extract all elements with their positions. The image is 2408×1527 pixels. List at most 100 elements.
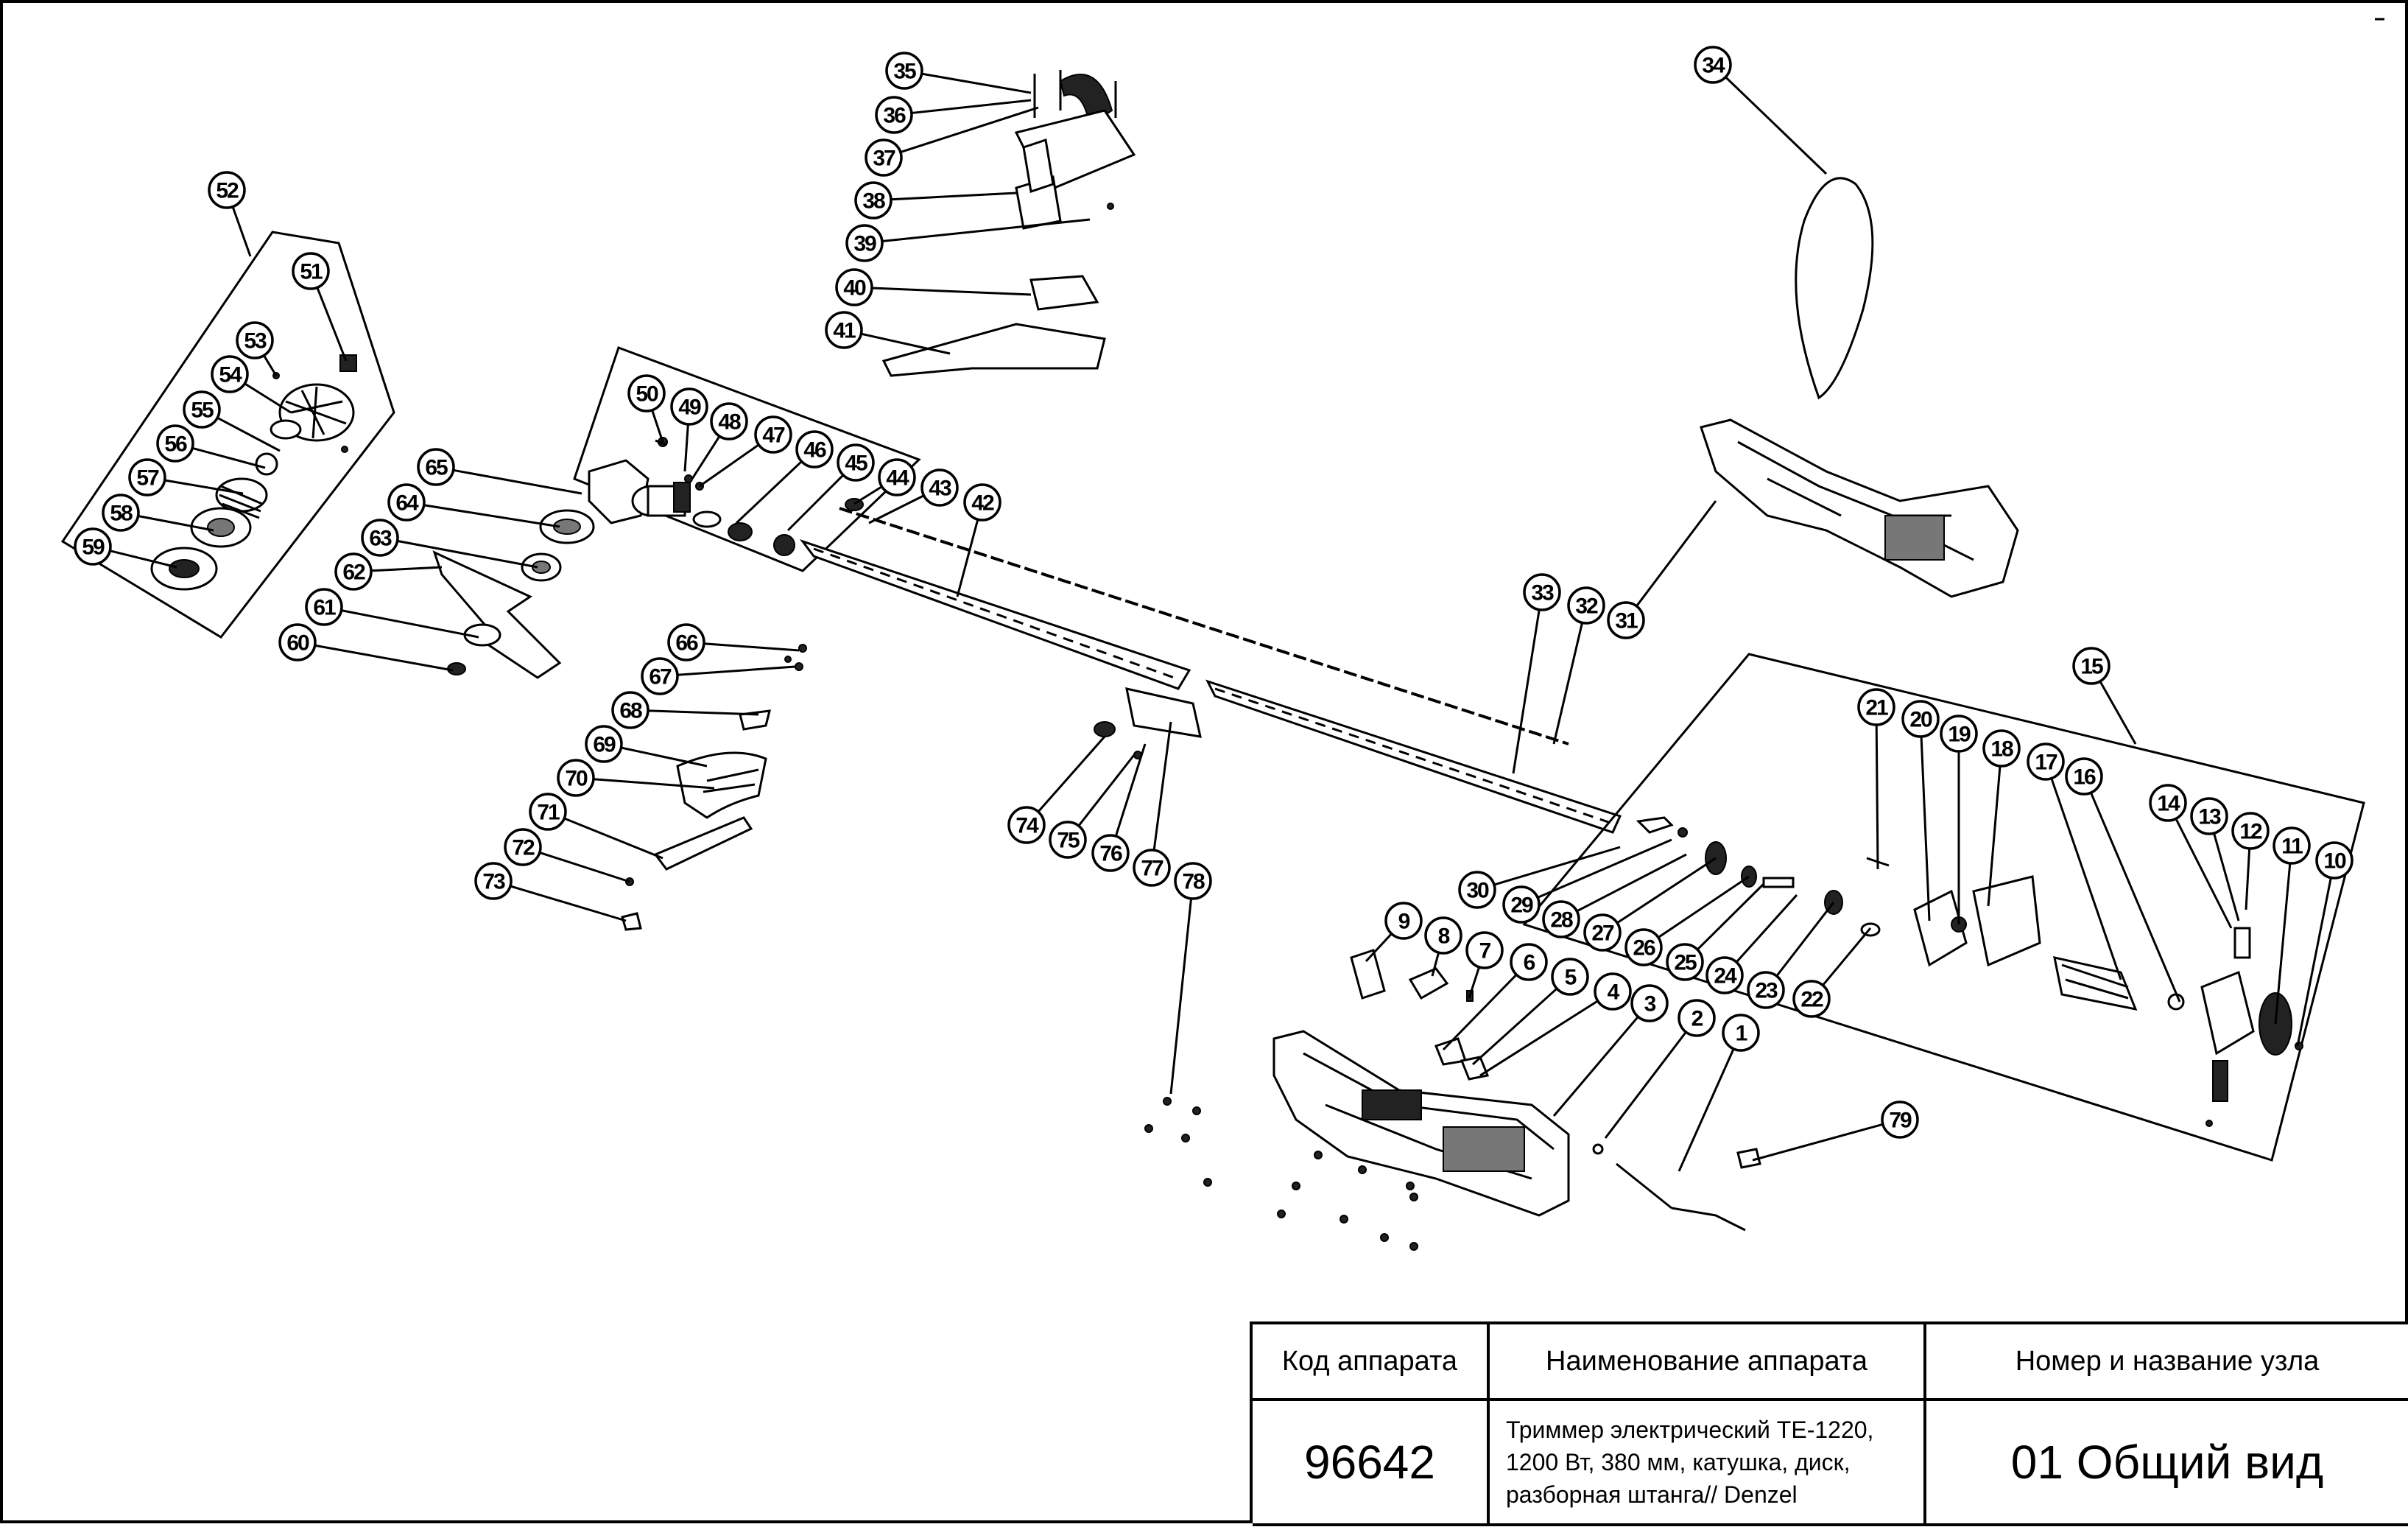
callout-number: 9 (1398, 910, 1410, 934)
leader-line (871, 287, 1032, 296)
callout-10: 10 (2296, 841, 2354, 1047)
callout-46: 46 (735, 430, 834, 524)
callout-number: 6 (1524, 951, 1535, 975)
leader-line (510, 885, 627, 922)
callout-64: 64 (387, 483, 560, 528)
callout-number: 50 (636, 382, 658, 407)
leader-line (2274, 863, 2292, 1025)
leader-line (423, 504, 560, 528)
callout-number: 36 (883, 104, 906, 128)
callout-circle (208, 171, 246, 209)
callout-19: 19 (1940, 715, 1978, 924)
callout-number: 22 (1800, 988, 1823, 1012)
motor-parts (1636, 816, 2303, 1127)
callout-14: 14 (2149, 784, 2233, 929)
callout-circle (1091, 834, 1130, 872)
callout-number: 3 (1644, 992, 1656, 1017)
leader-line (109, 550, 177, 569)
gearhead-parts (588, 437, 864, 556)
callout-circle (1384, 902, 1423, 940)
callout-4: 4 (1479, 972, 1632, 1077)
callout-20: 20 (1901, 700, 1940, 922)
callout-circle (2027, 743, 2065, 781)
callout-circle (2190, 797, 2228, 835)
node-name: 01 Общий вид (1926, 1401, 2408, 1526)
callout-circle (1705, 956, 1744, 994)
callout-circle (825, 311, 863, 349)
callout-circle (1630, 984, 1669, 1022)
callout-number: 48 (718, 410, 741, 435)
callout-number: 10 (2323, 849, 2346, 874)
leader-line (1775, 902, 1835, 977)
callout-circle (611, 691, 649, 729)
leader-line (1822, 927, 1872, 986)
callout-circle (2149, 784, 2187, 822)
callout-78: 78 (1169, 862, 1212, 1095)
callout-circle (1133, 849, 1171, 887)
callout-47: 47 (699, 415, 792, 488)
callout-number: 32 (1575, 594, 1598, 619)
guard-parts (621, 644, 807, 931)
callout-49: 49 (670, 387, 708, 472)
leader-line (231, 206, 252, 257)
leader-line (244, 382, 292, 414)
callout-number: 71 (537, 801, 560, 825)
callout-circle (835, 268, 873, 306)
leader-line (2090, 792, 2181, 1003)
callout-48: 48 (691, 402, 748, 480)
callout-number: 38 (862, 189, 885, 214)
leader-line (853, 485, 883, 505)
callout-number: 14 (2157, 792, 2180, 816)
callout-5: 5 (1471, 958, 1589, 1066)
callout-circle (885, 52, 923, 90)
leader-line (2213, 832, 2240, 922)
leader-line (2050, 778, 2122, 980)
callout-circle (1502, 885, 1541, 924)
callout-circle (387, 483, 426, 522)
callout-circle (305, 588, 343, 626)
callout-15: 15 (2072, 647, 2137, 745)
leader-line (1479, 1000, 1599, 1077)
callout-number: 13 (2198, 805, 2221, 829)
callout-3: 3 (1552, 984, 1669, 1117)
callout-number: 24 (1714, 964, 1737, 989)
callout-38: 38 (854, 181, 1017, 220)
callout-number: 70 (565, 767, 588, 791)
callout-number: 45 (845, 452, 867, 476)
shaft-assembly (799, 507, 1622, 834)
callout-6: 6 (1442, 943, 1548, 1051)
callout-1: 1 (1677, 1014, 1760, 1172)
callout-circle (795, 430, 834, 468)
callout-circle (417, 448, 455, 486)
callout-number: 43 (929, 477, 951, 501)
callout-43: 43 (868, 468, 959, 524)
callout-number: 79 (1889, 1109, 1912, 1133)
callout-circle (334, 552, 373, 591)
leader-line (314, 644, 454, 672)
callout-circle (1174, 862, 1212, 900)
callout-27: 27 (1583, 857, 1717, 952)
callout-circle (557, 759, 595, 797)
callout-75: 75 (1049, 754, 1136, 859)
callout-circle (1465, 931, 1504, 969)
callout-42: 42 (956, 483, 1001, 597)
group-box-15 (1522, 653, 2365, 1162)
leader-line (563, 817, 663, 860)
leader-line (1735, 894, 1798, 963)
callout-circle (670, 387, 708, 426)
callout-circle (1940, 715, 1978, 753)
callout-52: 52 (208, 171, 252, 257)
callout-number: 31 (1615, 609, 1638, 633)
callout-number: 20 (1909, 708, 1932, 732)
callout-number: 44 (886, 466, 909, 491)
cable-loop (1795, 177, 1874, 400)
callout-circle (854, 181, 893, 220)
callout-circle (2315, 841, 2354, 880)
callout-circle (1857, 688, 1895, 726)
leader-line (2245, 848, 2251, 910)
callout-circle (156, 424, 194, 463)
leader-line (735, 460, 803, 524)
callout-circle (2065, 757, 2103, 796)
callout-number: 25 (1674, 951, 1697, 975)
